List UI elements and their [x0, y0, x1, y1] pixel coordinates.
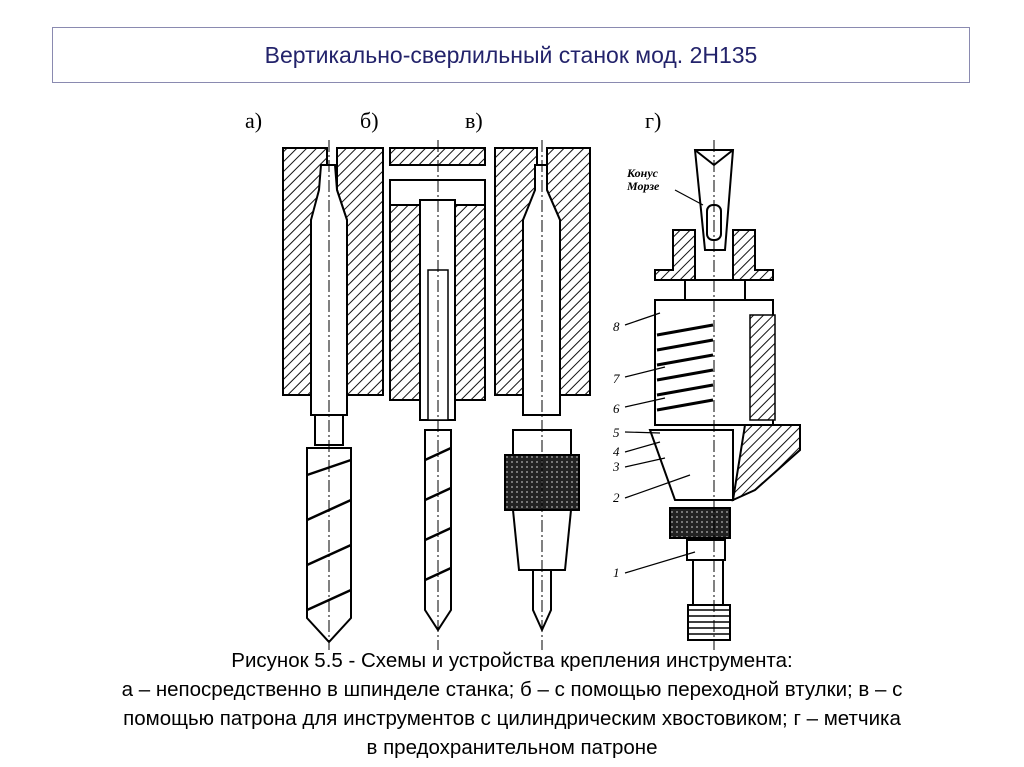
part-number-2: 2: [613, 490, 620, 505]
caption-line-1: Рисунок 5.5 - Схемы и устройства креплен…: [231, 649, 793, 672]
tool-mounting-figure: Конус Морзе 8 7 6 5 4 3 2 1: [282, 140, 801, 650]
title-frame: Вертикально-сверлильный станок мод. 2Н13…: [52, 27, 970, 83]
label-a: а): [245, 108, 263, 133]
diagram-a: [282, 140, 384, 650]
label-v: в): [465, 108, 483, 133]
caption-line-3: помощью патрона для инструментов с цилин…: [123, 707, 901, 730]
figure-caption: Рисунок 5.5 - Схемы и устройства креплен…: [0, 646, 1024, 762]
diagram-b: [389, 140, 486, 650]
label-b: б): [360, 108, 379, 133]
morse-label-line2: Морзе: [626, 179, 660, 193]
caption-line-2: а – непосредственно в шпинделе станка; б…: [121, 678, 903, 701]
part-number-3: 3: [612, 459, 620, 474]
diagram-g: Конус Морзе 8 7 6 5 4 3 2 1: [612, 140, 801, 650]
caption-line-4: в предохранительном патроне: [366, 736, 658, 759]
part-number-5: 5: [613, 425, 620, 440]
label-g: г): [645, 108, 662, 133]
part-number-7: 7: [613, 371, 620, 386]
part-number-8: 8: [613, 319, 620, 334]
morse-label-line1: Конус: [626, 166, 659, 180]
part-number-4: 4: [613, 444, 620, 459]
part-number-1: 1: [613, 565, 620, 580]
diagram-v: [494, 140, 591, 650]
slide-title: Вертикально-сверлильный станок мод. 2Н13…: [264, 41, 758, 68]
part-number-6: 6: [613, 401, 620, 416]
